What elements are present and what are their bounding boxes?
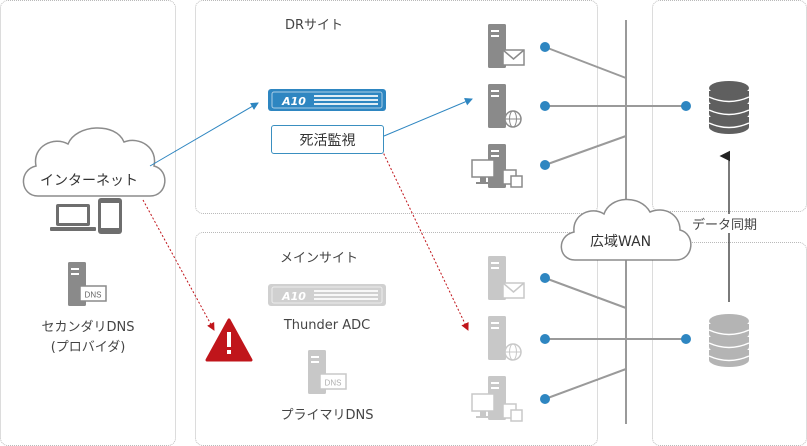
wan-label: 広域WAN: [590, 234, 652, 250]
health-check-to-main-server-arrow: [381, 149, 469, 331]
internet-label: インターネット: [40, 173, 138, 189]
data-sync-label: データ同期: [690, 214, 760, 233]
main-app-server-icon: [471, 376, 523, 422]
wan-cloud: [560, 198, 692, 261]
health-check-to-dr-server-arrow: [383, 98, 473, 137]
dr-web-server-icon: [488, 84, 522, 128]
dr-site-label: DRサイト: [285, 18, 344, 33]
internet-to-main-failed-arrow: [142, 199, 215, 331]
primary-dns-server-icon: [308, 350, 347, 394]
main-mail-server-icon: [488, 256, 525, 300]
tablet-icon: [98, 198, 122, 234]
dr-database-icon: [708, 81, 750, 134]
internet-to-dr-arrow: [149, 102, 259, 167]
main-a10-device-icon: A10: [268, 284, 386, 306]
secondary-dns-tag: DNS: [85, 291, 102, 300]
dr-site-panel: [195, 0, 598, 214]
main-database-icon: [708, 314, 750, 367]
main-web-server-icon: [488, 316, 522, 361]
warning-icon: [205, 318, 253, 362]
secondary-dns-server-icon: [68, 262, 107, 306]
health-check-box: 死活監視: [271, 125, 384, 154]
primary-dns-label: プライマリDNS: [280, 408, 374, 423]
secondary-dns-provider: (プロバイダ): [50, 340, 126, 355]
dr-mail-server-icon: [488, 24, 525, 68]
primary-dns-tag: DNS: [325, 379, 342, 388]
dr-a10-device-icon: A10: [268, 89, 386, 111]
laptop-icon: [50, 204, 96, 231]
svg-text:A10: A10: [281, 290, 306, 303]
main-site-label: メインサイト: [280, 251, 359, 266]
connection-dots: [540, 42, 691, 404]
secondary-dns-label: セカンダリDNS (プロバイダ): [20, 318, 156, 358]
secondary-dns-name: セカンダリDNS: [41, 320, 135, 335]
internet-cloud: [22, 127, 166, 197]
svg-text:A10: A10: [281, 95, 306, 108]
dr-app-server-icon: [471, 144, 523, 188]
thunder-adc-label: Thunder ADC: [283, 318, 371, 333]
wan-branches: [544, 46, 686, 400]
